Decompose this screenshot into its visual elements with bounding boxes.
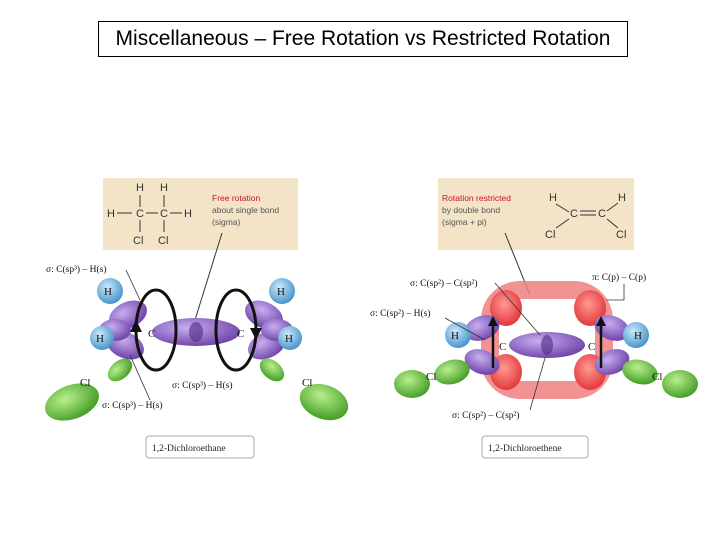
left-caption-box [145, 435, 255, 459]
svg-text:Cl: Cl [302, 377, 312, 389]
svg-text:H: H [634, 330, 642, 342]
svg-text:H: H [104, 286, 112, 298]
svg-text:H: H [160, 182, 168, 194]
right-note-line-1: Rotation restricted [442, 193, 511, 203]
left-note-line-2: about single bond [212, 205, 279, 215]
svg-text:C: C [598, 208, 606, 220]
svg-text:C: C [237, 328, 244, 340]
svg-text:H: H [96, 333, 104, 345]
right-label-cc-top: σ: C(sp²) – C(sp²) [410, 278, 478, 289]
left-note-box [103, 178, 298, 250]
left-molecule: H H H H Cl Cl C C [45, 278, 349, 421]
svg-text:C: C [499, 341, 506, 353]
right-label-cc-bottom: σ: C(sp²) – C(sp²) [452, 410, 520, 421]
left-label-top: σ: C(sp³) – H(s) [46, 264, 106, 275]
svg-text:Cl: Cl [652, 371, 662, 383]
left-note-line-3: (sigma) [212, 217, 241, 227]
right-caption-box [481, 435, 589, 459]
right-molecule: H H Cl Cl C C [394, 281, 698, 399]
svg-text:H: H [549, 192, 557, 204]
svg-text:H: H [277, 286, 285, 298]
svg-text:H: H [451, 330, 459, 342]
left-label-bottom: σ: C(sp³) – H(s) [102, 400, 162, 411]
svg-text:C: C [148, 328, 155, 340]
svg-text:Cl: Cl [133, 235, 143, 247]
svg-text:Cl: Cl [616, 229, 626, 241]
right-note-line-2: by double bond [442, 205, 500, 215]
left-panel: H H H C C H Cl Cl Free rotation about si… [45, 178, 349, 459]
svg-text:C: C [570, 208, 578, 220]
right-label-pi: π: C(p) – C(p) [592, 272, 646, 283]
svg-text:Cl: Cl [158, 235, 168, 247]
left-note-line-1: Free rotation [212, 193, 260, 203]
svg-text:H: H [618, 192, 626, 204]
svg-text:Cl: Cl [80, 377, 90, 389]
left-label-center: σ: C(sp³) – H(s) [172, 380, 232, 391]
svg-text:Cl: Cl [545, 229, 555, 241]
right-label-ch: σ: C(sp²) – H(s) [370, 308, 430, 319]
left-structure: H H H C C H Cl Cl [107, 182, 192, 247]
svg-text:C: C [588, 341, 595, 353]
right-structure: H C C H Cl Cl [545, 192, 626, 241]
left-caption: 1,2-Dichloroethane [152, 444, 226, 454]
svg-text:H: H [107, 208, 115, 220]
slide-title: Miscellaneous – Free Rotation vs Restric… [98, 21, 628, 57]
svg-text:C: C [160, 208, 168, 220]
right-note-line-3: (sigma + pi) [442, 217, 487, 227]
svg-text:H: H [285, 333, 293, 345]
right-note-box [438, 178, 634, 250]
right-panel: Rotation restricted by double bond (sigm… [370, 178, 698, 459]
svg-text:H: H [184, 208, 192, 220]
svg-text:C: C [136, 208, 144, 220]
svg-text:H: H [136, 182, 144, 194]
right-caption: 1,2-Dichloroethene [488, 444, 562, 454]
svg-text:Cl: Cl [426, 371, 436, 383]
